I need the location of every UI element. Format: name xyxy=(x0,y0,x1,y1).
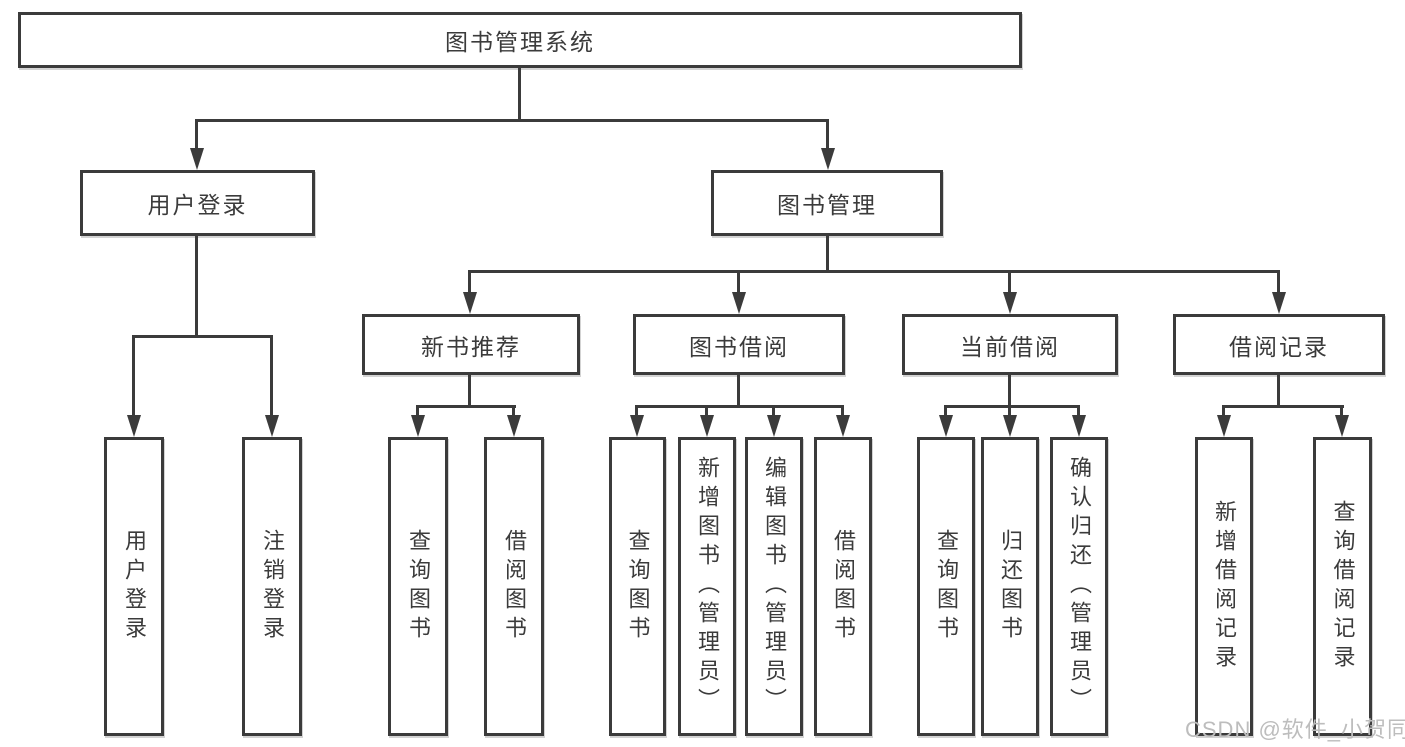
leaf-current-query-books: 查询图书 xyxy=(917,437,975,736)
leaf-borrow-edit-books-admin: 编辑图书（管理员） xyxy=(745,437,803,736)
connector-line xyxy=(1222,407,1225,419)
connector-line xyxy=(270,337,273,417)
arrow-down-icon xyxy=(463,292,477,314)
connector-line xyxy=(705,407,708,419)
connector-line xyxy=(1008,407,1011,419)
arrow-down-icon xyxy=(127,415,141,437)
connector-line xyxy=(132,337,135,417)
arrow-down-icon xyxy=(265,415,279,437)
leaf-user-login: 用户登录 xyxy=(104,437,164,736)
node-new-book-recommend: 新书推荐 xyxy=(362,314,580,375)
connector-line xyxy=(416,405,516,408)
leaf-records-add-record: 新增借阅记录 xyxy=(1195,437,1253,736)
arrow-down-icon xyxy=(1003,415,1017,437)
arrow-down-icon xyxy=(1335,415,1349,437)
node-user-login: 用户登录 xyxy=(80,170,315,236)
connector-line xyxy=(635,407,638,419)
connector-line xyxy=(826,121,829,150)
connector-line xyxy=(1008,272,1011,294)
connector-line xyxy=(518,68,521,120)
connector-line xyxy=(737,272,740,294)
arrow-down-icon xyxy=(821,148,835,170)
connector-line xyxy=(468,270,1280,273)
connector-line xyxy=(737,375,740,407)
node-root: 图书管理系统 xyxy=(18,12,1022,68)
connector-line xyxy=(416,407,419,419)
connector-line xyxy=(841,407,844,419)
connector-line xyxy=(468,272,471,294)
arrow-down-icon xyxy=(507,415,521,437)
connector-line xyxy=(1077,407,1080,419)
connector-line xyxy=(1277,272,1280,294)
watermark: CSDN @软件_小贺同学 xyxy=(1185,717,1405,742)
connector-line xyxy=(132,335,273,338)
connector-line xyxy=(195,236,198,337)
arrow-down-icon xyxy=(1003,292,1017,314)
connector-line xyxy=(944,405,1080,408)
arrow-down-icon xyxy=(1072,415,1086,437)
connector-line xyxy=(195,119,829,122)
leaf-borrow-add-books-admin: 新增图书（管理员） xyxy=(678,437,736,736)
arrow-down-icon xyxy=(1272,292,1286,314)
connector-line xyxy=(195,121,198,150)
node-book-management: 图书管理 xyxy=(711,170,943,236)
connector-line xyxy=(512,407,515,419)
leaf-records-query-record: 查询借阅记录 xyxy=(1313,437,1372,736)
leaf-borrow-query-books: 查询图书 xyxy=(609,437,666,736)
connector-line xyxy=(635,405,844,408)
arrow-down-icon xyxy=(1217,415,1231,437)
connector-line xyxy=(1222,405,1344,408)
connector-line xyxy=(772,407,775,419)
arrow-down-icon xyxy=(767,415,781,437)
leaf-current-confirm-return-admin: 确认归还（管理员） xyxy=(1050,437,1108,736)
arrow-down-icon xyxy=(630,415,644,437)
arrow-down-icon xyxy=(700,415,714,437)
leaf-logout: 注销登录 xyxy=(242,437,302,736)
leaf-current-return-books: 归还图书 xyxy=(981,437,1039,736)
node-book-borrow: 图书借阅 xyxy=(633,314,845,375)
node-borrow-records: 借阅记录 xyxy=(1173,314,1385,375)
leaf-borrow-borrow-books: 借阅图书 xyxy=(814,437,872,736)
arrow-down-icon xyxy=(732,292,746,314)
connector-line xyxy=(826,236,829,272)
connector-line xyxy=(1277,375,1280,407)
connector-line xyxy=(1340,407,1343,419)
leaf-newbook-query-books: 查询图书 xyxy=(388,437,448,736)
connector-line xyxy=(468,375,471,407)
node-current-borrow: 当前借阅 xyxy=(902,314,1118,375)
arrow-down-icon xyxy=(190,148,204,170)
arrow-down-icon xyxy=(411,415,425,437)
connector-line xyxy=(1008,375,1011,407)
leaf-newbook-borrow-books: 借阅图书 xyxy=(484,437,544,736)
arrow-down-icon xyxy=(939,415,953,437)
arrow-down-icon xyxy=(836,415,850,437)
connector-line xyxy=(944,407,947,419)
